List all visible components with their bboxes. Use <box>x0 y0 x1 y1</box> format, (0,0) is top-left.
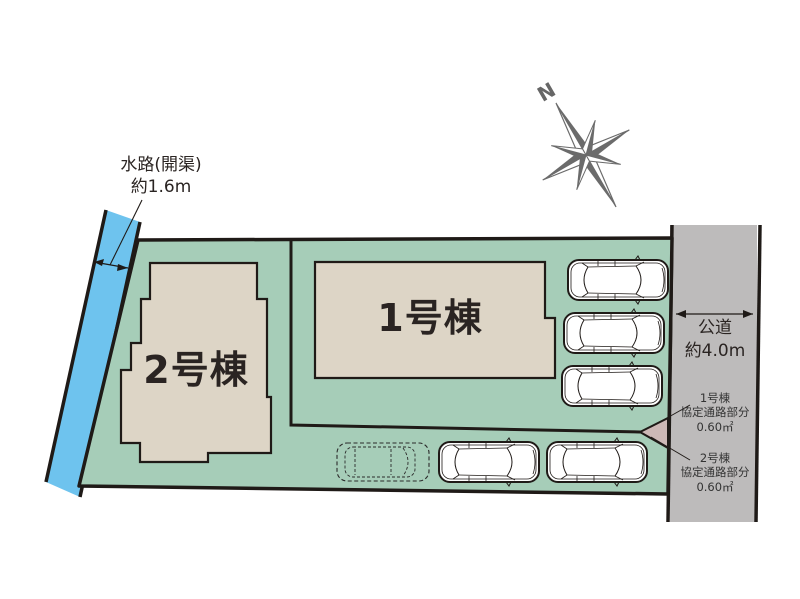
waterway-width: 約1.6m <box>130 177 192 197</box>
parking-space-lot2-1 <box>438 437 540 487</box>
compass-icon <box>542 102 630 208</box>
building-1-label: 1号棟 <box>377 296 483 340</box>
road-width: 約4.0m <box>684 341 746 361</box>
easement-1-label: 協定通路部分 <box>680 405 750 420</box>
public-road <box>670 225 757 522</box>
parking-space-lot2-2 <box>546 437 648 487</box>
waterway-name: 水路(開渠) <box>120 155 202 175</box>
road-dimension <box>676 310 753 318</box>
easement-1: 1号棟 協定通路部分 0.60㎡ <box>672 391 758 434</box>
building-1 <box>313 260 557 380</box>
parking-space-lot1-1 <box>567 255 669 305</box>
easement-2: 2号棟 協定通路部分 0.60㎡ <box>672 451 758 494</box>
easement-1-building: 1号棟 <box>699 391 731 405</box>
parking-space-lot1-3 <box>561 361 663 411</box>
easement-2-building: 2号棟 <box>699 451 731 465</box>
easement-1-area: 0.60㎡ <box>696 419 734 434</box>
waterway <box>46 210 140 497</box>
road-name: 公道 <box>698 318 732 338</box>
building-2 <box>119 261 273 464</box>
waterway-dimension <box>93 199 143 271</box>
building-2-label: 2号棟 <box>143 348 249 392</box>
easement-2-label: 協定通路部分 <box>680 465 750 480</box>
parking-space-lot1-2 <box>563 308 665 358</box>
easement-2-area: 0.60㎡ <box>696 479 734 494</box>
